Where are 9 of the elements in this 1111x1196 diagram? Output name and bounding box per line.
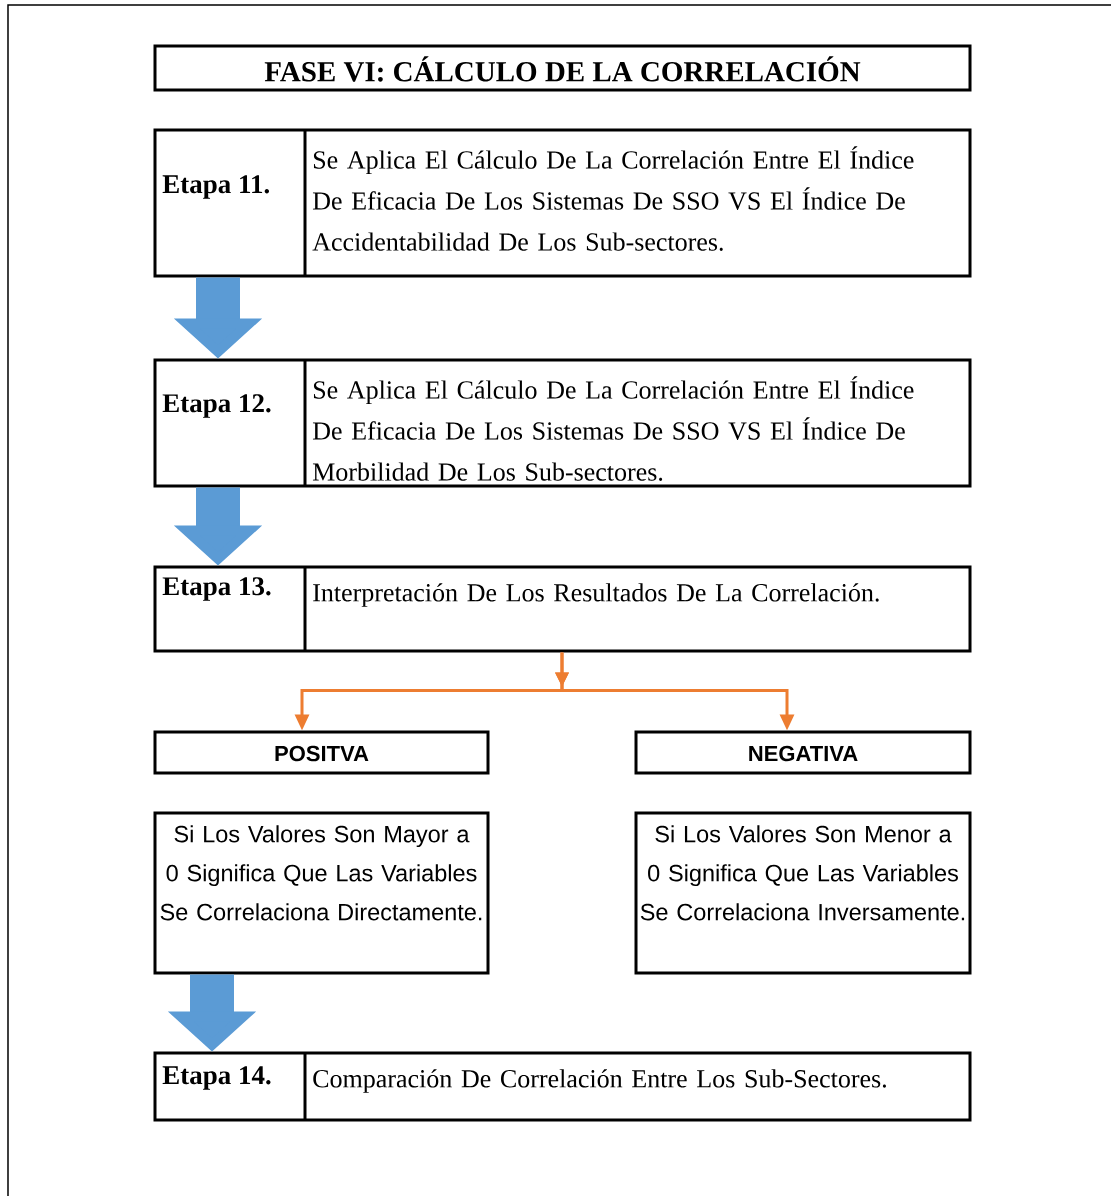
step-box: Etapa 11. Se Aplica El Cálculo De La Correlación Entre El Índice De Eficacia De Los Sistemas De SSO VS El Índice De Accidentabilidad De Los Sub-sectores. [153, 128, 972, 278]
step-box: Etapa 13. Interpretación De Los Resultados De La Correlación. [153, 565, 972, 653]
description-box: Si Los Valores Son Mayor a 0 Significa Que Las Variables Se Correlaciona Directamente. [153, 811, 490, 975]
result-box: POSITVA [153, 730, 490, 775]
title-box: FASE VI: CÁLCULO DE LA CORRELACIÓN [153, 44, 972, 92]
result-box: NEGATIVA [634, 730, 972, 775]
description-box: Si Los Valores Son Menor a 0 Significa Que Las Variables Se Correlaciona Inversamente. [634, 811, 972, 975]
step-box: Etapa 12. Se Aplica El Cálculo De La Correlación Entre El Índice De Eficacia De Los Sistemas De SSO VS El Índice De Morbilidad De Los Sub-sectores. [153, 358, 972, 488]
step-box: Etapa 14. Comparación De Correlación Entre Los Sub-Sectores. [153, 1051, 972, 1122]
